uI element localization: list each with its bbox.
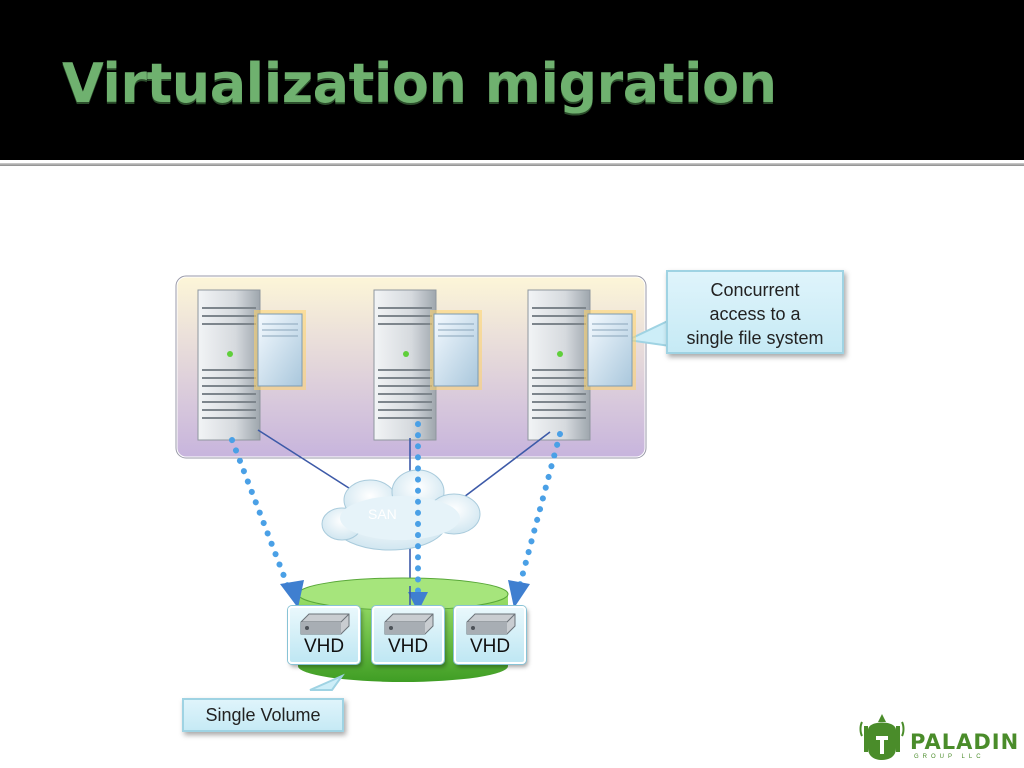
hard-drive-icon (300, 613, 350, 635)
server-icon-2 (373, 289, 482, 441)
slide-title: Virtualization migration (62, 52, 777, 115)
vhd-disk-1: VHD (288, 606, 360, 664)
virtualization-diagram: VHD VHD VHD SAN Concurrent access to a s… (170, 262, 850, 742)
header-divider (0, 163, 1024, 166)
vhd-label: VHD (469, 636, 511, 657)
hard-drive-icon (466, 613, 516, 635)
callout-line-2: access to a (709, 304, 801, 324)
logo-name: PALADIN (910, 730, 1020, 754)
logo-subtitle: GROUP LLC (914, 754, 985, 760)
callout-line-3: single file system (686, 328, 824, 348)
hard-drive-icon (384, 613, 434, 635)
server-icon-1 (197, 289, 306, 441)
callout-line-1: Concurrent (710, 280, 800, 300)
concurrent-access-callout: Concurrent access to a single file syste… (666, 270, 844, 354)
san-label: SAN (368, 506, 397, 522)
server-icon-3 (527, 289, 636, 441)
migration-arrows (229, 421, 563, 597)
arrowheads (280, 580, 530, 612)
helmet-icon (859, 714, 905, 760)
san-cloud-icon (321, 469, 481, 551)
vhd-disk-3: VHD (454, 606, 526, 664)
single-volume-callout: Single Volume (182, 698, 344, 732)
vhd-disk-2: VHD (372, 606, 444, 664)
vhd-label: VHD (387, 636, 429, 657)
vhd-label: VHD (303, 636, 345, 657)
title-bar (0, 0, 1024, 160)
paladin-logo: PALADIN GROUP LLC (858, 712, 1018, 764)
